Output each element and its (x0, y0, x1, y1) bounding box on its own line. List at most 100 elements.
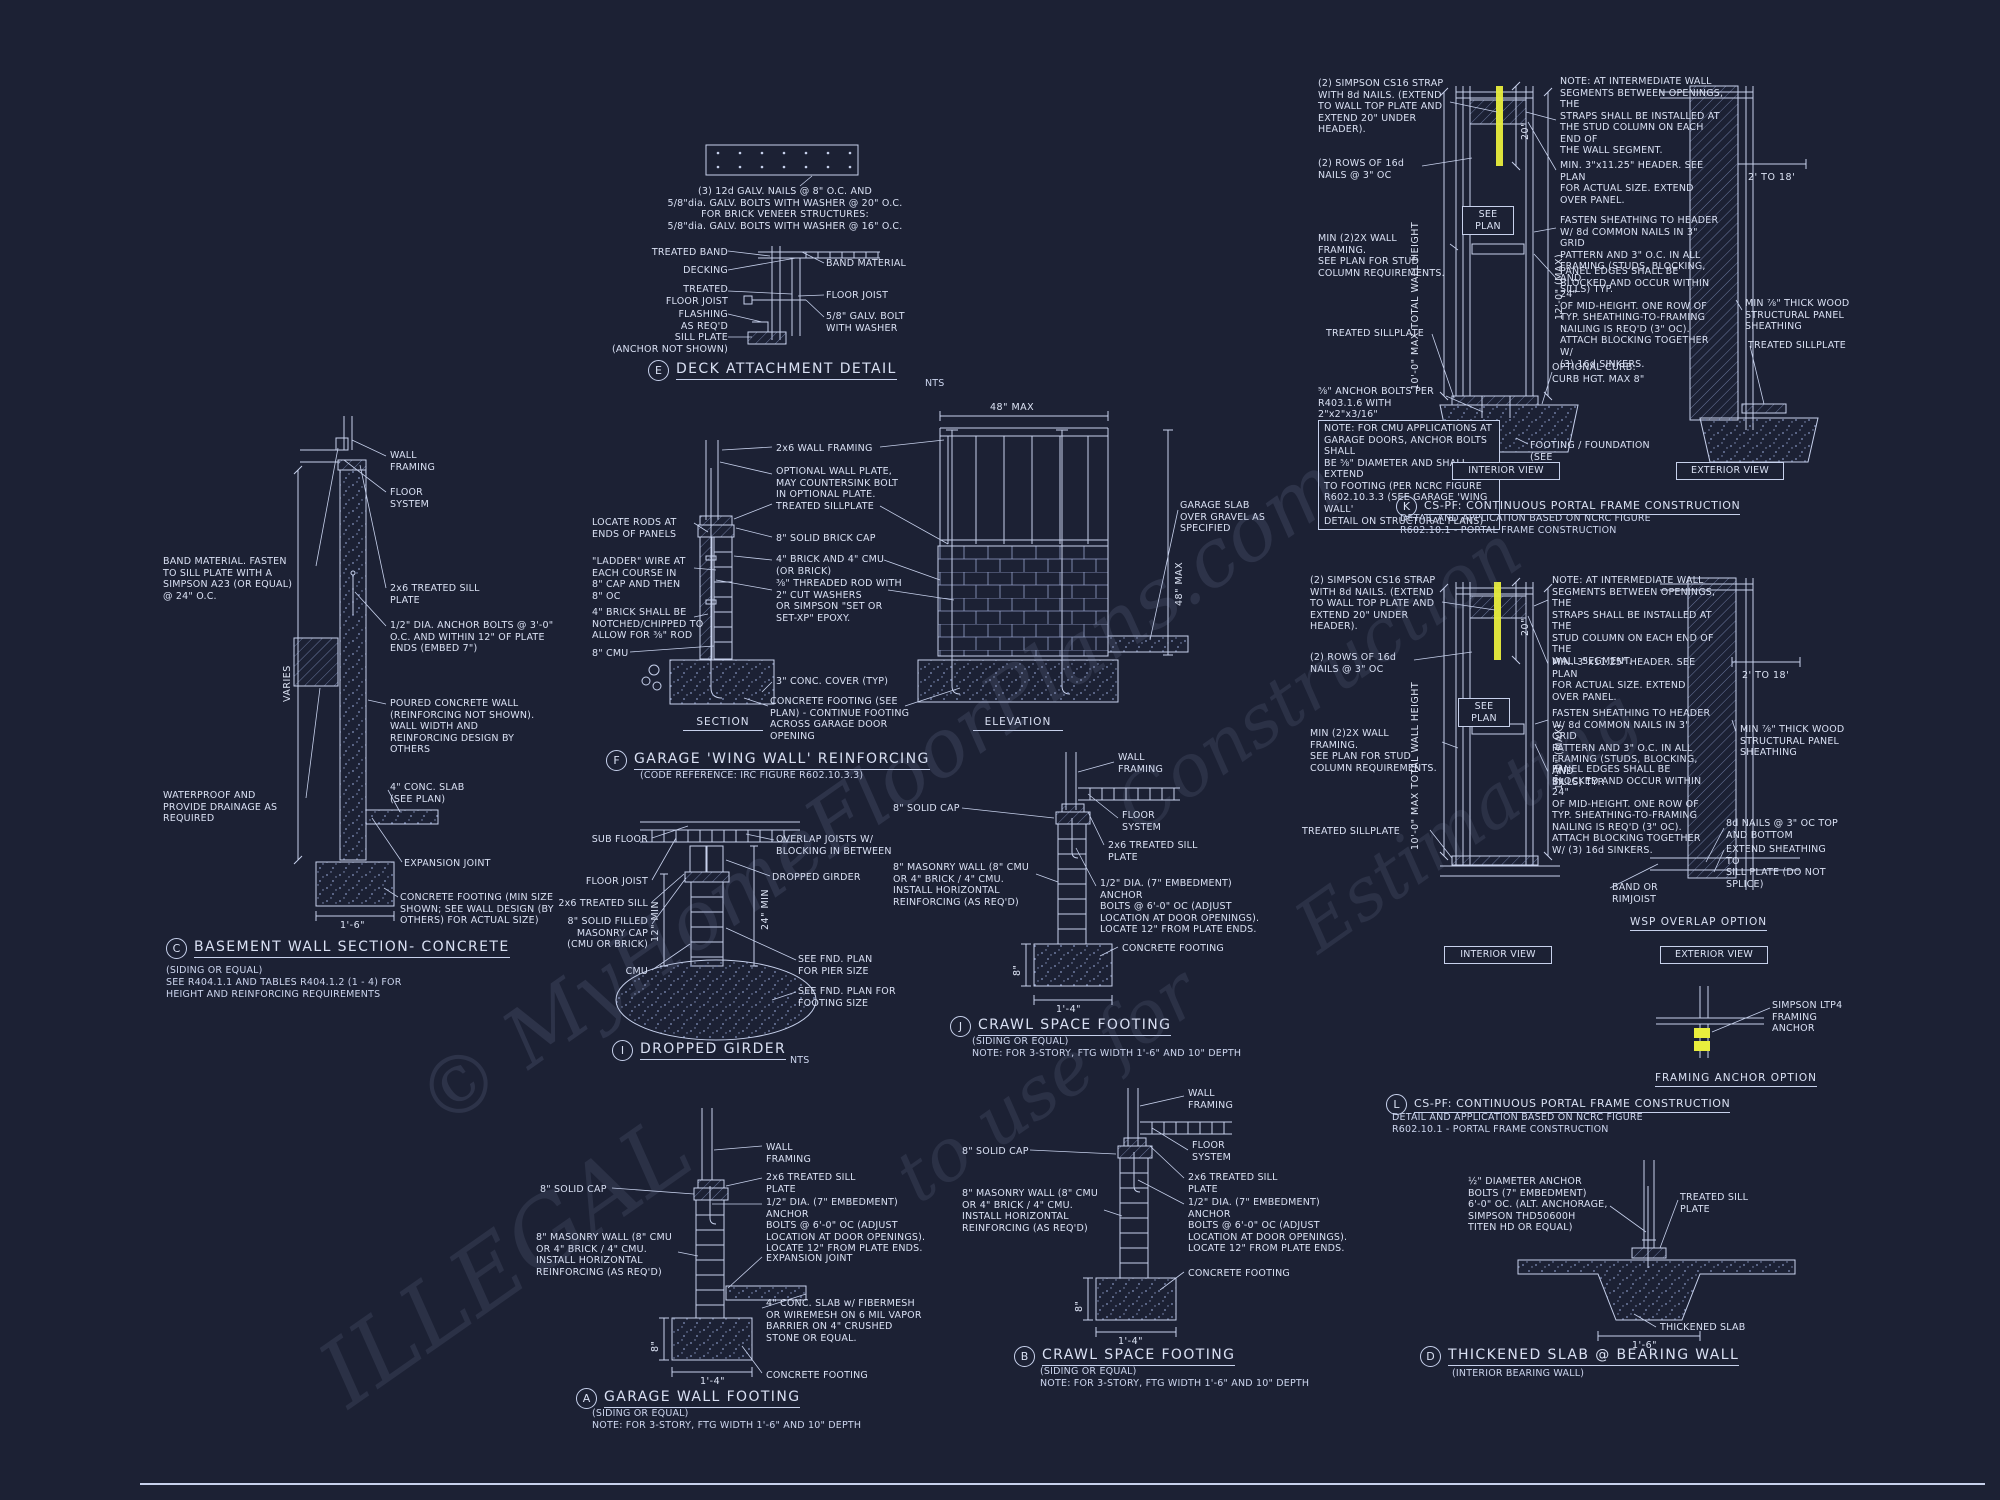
callout-label: 8" SOLID CAP (962, 1146, 1029, 1157)
callout-label: EXTERIOR VIEW (1676, 462, 1784, 480)
detail-title-text: CRAWL SPACE FOOTING (1042, 1347, 1236, 1366)
callout-label: 1'-4" (1118, 1336, 1143, 1347)
detail-letter-badge: A (576, 1388, 597, 1409)
detail-letter-badge: B (1014, 1346, 1035, 1367)
callout-label: "LADDER" WIRE AT EACH COURSE IN 8" CAP A… (592, 556, 686, 602)
callout-label: 1/2" DIA. (7" EMBEDMENT) ANCHOR BOLTS @ … (1188, 1197, 1348, 1255)
callout-label: TREATED FLOOR JOIST (665, 284, 728, 307)
callout-label: (SIDING OR EQUAL) (166, 965, 263, 976)
callout-label: OPTIONAL CURB: CURB HGT. MAX 8" (1552, 362, 1645, 385)
callout-label: 8" SOLID CAP (540, 1184, 607, 1195)
callout-label: 8" SOLID CAP (893, 803, 960, 814)
callout-label: 2' TO 18' (1742, 670, 1790, 681)
detail-title-text: CS-PF: CONTINUOUS PORTAL FRAME CONSTRUCT… (1424, 499, 1741, 515)
callout-label: 48" MAX (1174, 561, 1185, 606)
callout-label: FLOOR JOIST (585, 876, 648, 887)
garage-wall-footing-drawing (611, 1108, 807, 1377)
callout-label: NOTE: AT INTERMEDIATE WALL SEGMENTS BETW… (1560, 76, 1724, 157)
callout-label: NOTE: FOR 3-STORY, FTG WIDTH 1'-6" AND 1… (972, 1048, 1242, 1059)
callout-label: SILL PLATE (ANCHOR NOT SHOWN) (611, 332, 728, 355)
callout-label: INTERIOR VIEW (1444, 946, 1552, 964)
callout-label: SUB FLOOR (591, 834, 648, 845)
garage-wing-wall-drawing (629, 411, 1189, 707)
callout-label: CONCRETE FOOTING (1122, 943, 1224, 954)
callout-label: (INTERIOR BEARING WALL) (1452, 1368, 1585, 1379)
detail-e-title: E DECK ATTACHMENT DETAIL (648, 360, 897, 381)
detail-k-title: K CS-PF: CONTINUOUS PORTAL FRAME CONSTRU… (1396, 496, 1741, 517)
callout-label: (SIDING OR EQUAL) (972, 1036, 1069, 1047)
callout-label: MIN. 3"x11.25" HEADER. SEE PLAN FOR ACTU… (1560, 160, 1704, 206)
callout-label: 1/2" DIA. ANCHOR BOLTS @ 3'-0" O.C. AND … (390, 620, 554, 655)
callout-label: FLOOR SYSTEM (390, 487, 430, 510)
callout-label: WSP OVERLAP OPTION (1630, 916, 1768, 931)
detail-letter-badge: L (1386, 1094, 1407, 1115)
callout-label: 12" MIN (650, 900, 661, 942)
detail-d-title: D THICKENED SLAB @ BEARING WALL (1420, 1346, 1740, 1367)
callout-label: VARIES (282, 665, 293, 702)
callout-label: TREATED SILL PLATE (1680, 1192, 1749, 1215)
callout-label: THICKENED SLAB (1660, 1322, 1746, 1333)
thickened-slab-drawing (1517, 1160, 1796, 1341)
callout-label: 24" MIN (760, 888, 771, 930)
callout-label: 20" (1520, 618, 1531, 636)
callout-label: 8" (1012, 964, 1023, 976)
basement-wall-drawing (293, 416, 439, 921)
callout-label: 12'-0" (MAX) (1554, 723, 1565, 790)
detail-title-text: CRAWL SPACE FOOTING (978, 1017, 1172, 1036)
callout-label: 1'-4" (700, 1376, 725, 1387)
callout-label: 8" MASONRY WALL (8" CMU OR 4" BRICK / 4"… (962, 1188, 1099, 1234)
callout-label: SEE PLAN (1462, 206, 1514, 236)
callout-label: LOCATE RODS AT ENDS OF PANELS (592, 517, 677, 540)
callout-label: EXTEND SHEATHING TO SILL PLATE (DO NOT S… (1726, 844, 1826, 890)
detail-title-text: DECK ATTACHMENT DETAIL (676, 361, 897, 380)
callout-label: PANEL EDGES SHALL BE BLOCKED AND OCCUR W… (1552, 764, 1702, 857)
callout-label: FLOOR SYSTEM (1192, 1140, 1232, 1163)
callout-label: 3" CONC. COVER (TYP) (776, 676, 889, 687)
callout-label: 1'-6" (340, 920, 365, 931)
callout-label: SIMPSON LTP4 FRAMING ANCHOR (1772, 1000, 1843, 1035)
callout-label: NTS (925, 378, 945, 389)
callout-label: TREATED SILLPLATE (1302, 826, 1400, 837)
detail-letter-badge: F (606, 750, 627, 771)
callout-label: (2) ROWS OF 16d NAILS @ 3" OC (1310, 652, 1397, 675)
callout-label: CONCRETE FOOTING (766, 1370, 868, 1381)
portal-frame-l-drawing (1413, 577, 1801, 890)
callout-label: CMU (625, 966, 648, 977)
callout-label: 2x6 TREATED SILL PLATE (1188, 1172, 1278, 1195)
callout-label: 20" (1520, 122, 1531, 140)
callout-label: WALL FRAMING (766, 1142, 812, 1165)
callout-label: 48" MAX (990, 402, 1035, 413)
callout-label: 4" CONC. SLAB (SEE PLAN) (390, 782, 465, 805)
callout-label: DETAIL AND APPLICATION BASED ON NCRC FIG… (1392, 1112, 1643, 1135)
callout-label: 2' TO 18' (1748, 172, 1796, 183)
callout-label: 4" BRICK AND 4" CMU (OR BRICK) (776, 554, 885, 577)
deck-attachment-drawing (705, 144, 880, 345)
detail-title-text: DROPPED GIRDER (640, 1041, 787, 1060)
callout-label: BAND MATERIAL (826, 258, 907, 269)
callout-label: 2x6 WALL FRAMING (776, 443, 873, 454)
detail-l-title: L CS-PF: CONTINUOUS PORTAL FRAME CONSTRU… (1386, 1094, 1731, 1115)
callout-label: 8" MASONRY WALL (8" CMU OR 4" BRICK / 4"… (536, 1232, 673, 1278)
callout-label: NOTE: AT INTERMEDIATE WALL SEGMENTS BETW… (1552, 575, 1716, 668)
callout-label: 8" SOLID FILLED MASONRY CAP (CMU OR BRIC… (567, 916, 648, 951)
callout-label: 8" (650, 1340, 661, 1352)
callout-label: 1/2" DIA. (7" EMBEDMENT) ANCHOR BOLTS @ … (766, 1197, 926, 1255)
portal-frame-k-drawing (1421, 81, 1819, 463)
callout-label: POURED CONCRETE WALL (REINFORCING NOT SH… (390, 698, 535, 756)
callout-label: TREATED SILLPLATE (1748, 340, 1846, 351)
callout-label: SEE FND. PLAN FOR PIER SIZE (798, 954, 873, 977)
callout-label: (3) 12d GALV. NAILS @ 8" O.C. AND 5/8"di… (667, 186, 903, 232)
detail-f-title: F GARAGE 'WING WALL' REINFORCING (606, 750, 930, 771)
callout-label: SEE R404.1.1 AND TABLES R404.1.2 (1 - 4)… (166, 977, 402, 1000)
callout-label: SEE FND. PLAN FOR FOOTING SIZE (798, 986, 896, 1009)
callout-label: 2x6 TREATED SILL PLATE (766, 1172, 856, 1195)
detail-title-text: GARAGE WALL FOOTING (604, 1389, 801, 1408)
callout-label: BAND MATERIAL. FASTEN TO SILL PLATE WITH… (163, 556, 293, 602)
dropped-girder-drawing (615, 821, 817, 1041)
callout-label: GARAGE SLAB OVER GRAVEL AS SPECIFIED (1180, 500, 1266, 535)
callout-label: 1/2" DIA. (7" EMBEDMENT) ANCHOR BOLTS @ … (1100, 878, 1260, 936)
detail-letter-badge: D (1420, 1346, 1441, 1367)
callout-label: 8" MASONRY WALL (8" CMU OR 4" BRICK / 4"… (893, 862, 1030, 908)
callout-label: (2) SIMPSON CS16 STRAP WITH 8d NAILS. (E… (1318, 78, 1444, 136)
